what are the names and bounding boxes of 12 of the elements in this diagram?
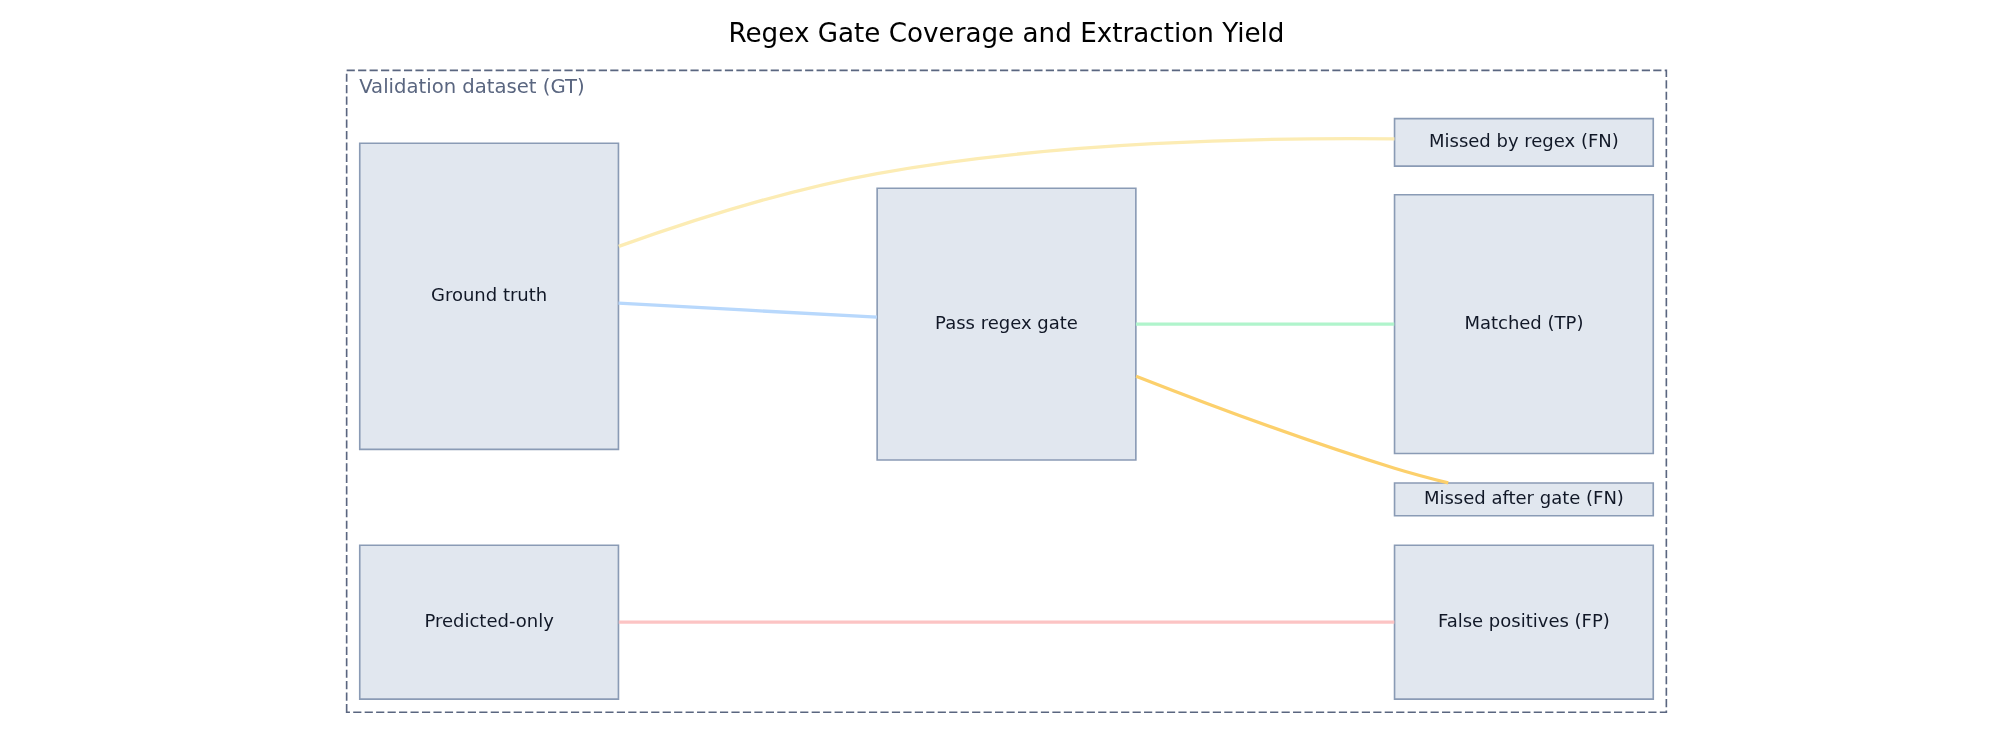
node-box: Missed by regex (FN) — [1393, 117, 1654, 167]
node-box: Matched (TP) — [1393, 194, 1654, 455]
diagram-title: Regex Gate Coverage and Extraction Yield — [727, 18, 1285, 49]
connector — [617, 137, 1394, 248]
node-box: Ground truth — [358, 142, 619, 451]
connector — [617, 301, 877, 319]
node-box: Predicted-only — [358, 544, 619, 700]
connector — [618, 620, 1394, 624]
node-box: Pass regex gate — [875, 187, 1137, 461]
node-box: Missed after gate (FN) — [1393, 482, 1654, 517]
connector — [1135, 322, 1394, 326]
node-box: False positives (FP) — [1393, 544, 1654, 700]
